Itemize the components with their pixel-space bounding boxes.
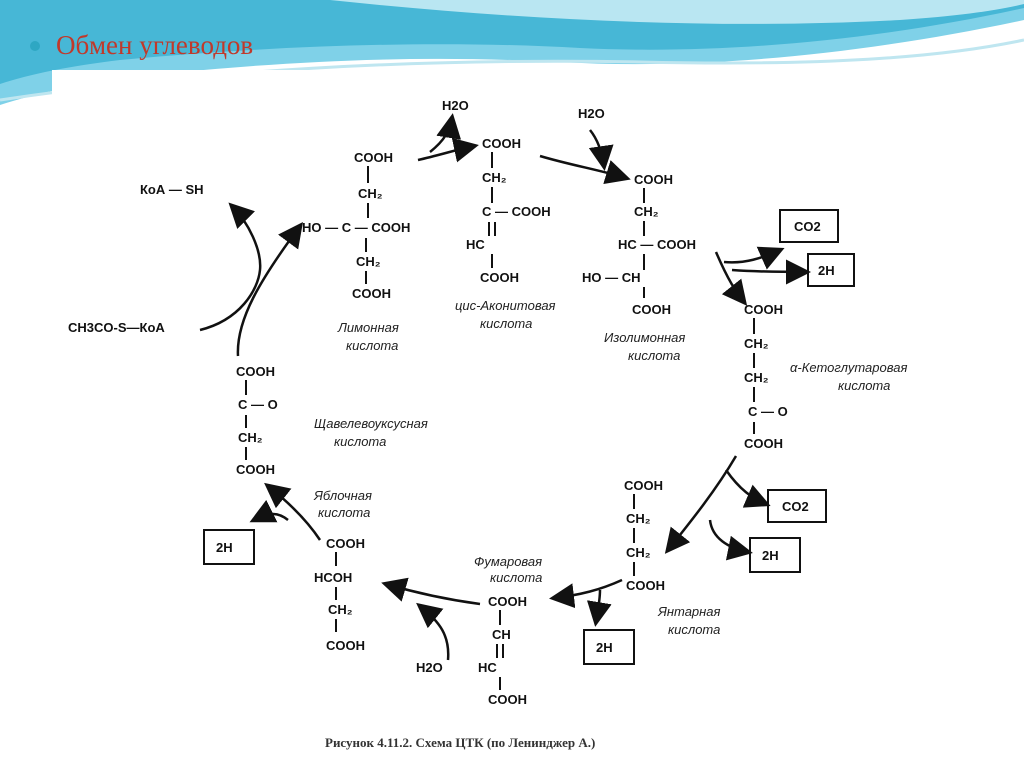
citric-name-2: кислота: [346, 338, 398, 353]
svg-text:COOH: COOH: [236, 364, 275, 379]
svg-text:CH₂: CH₂: [744, 370, 769, 385]
succinic-acid-structure: COOH CH₂ CH₂ COOH: [624, 478, 665, 593]
bullet-icon: [30, 40, 40, 51]
isocitric-name-2: кислота: [628, 348, 680, 363]
malic-acid-structure: COOH HCOH CH₂ COOH: [314, 536, 365, 653]
svg-text:COOH: COOH: [626, 578, 665, 593]
citric-acid-structure: COOH CH₂ HO — C — COOH CH₂ COOH: [302, 150, 410, 301]
co2-label-1: CO2: [794, 219, 821, 234]
fumaric-name-2: кислота: [490, 570, 542, 585]
h2-box-succinate: [583, 629, 635, 665]
slide-title: Обмен углеводов: [56, 30, 254, 60]
isocitric-name-1: Изолимонная: [604, 330, 685, 345]
malic-name-1: Яблочная: [313, 488, 372, 503]
svg-text:CH₂: CH₂: [238, 430, 263, 445]
oxaloacetic-acid-structure: COOH C — O CH₂ COOH: [236, 364, 278, 477]
svg-text:COOH: COOH: [624, 478, 663, 493]
h2o-top-label: H2O: [442, 98, 469, 113]
cis-aconitic-name-2: кислота: [480, 316, 532, 331]
svg-text:COOH: COOH: [326, 536, 365, 551]
h2o-fumarase-label: H2O: [416, 660, 443, 675]
svg-text:C — COOH: C — COOH: [482, 204, 551, 219]
h2o-aconitase-label: H2O: [578, 106, 605, 121]
oxaloacetic-name-2: кислота: [334, 434, 386, 449]
reaction-arrows: [199, 113, 811, 661]
koa-sh-label: КоА — SH: [140, 182, 204, 197]
ketoglutaric-acid-structure: COOH CH₂ CH₂ C — O COOH: [744, 302, 788, 451]
succinic-name-2: кислота: [668, 622, 720, 637]
svg-text:C — O: C — O: [748, 404, 788, 419]
svg-text:CH₂: CH₂: [626, 545, 651, 560]
svg-text:CH₂: CH₂: [626, 511, 651, 526]
co2-box-1: [779, 209, 839, 243]
svg-text:COOH: COOH: [744, 436, 783, 451]
svg-text:COOH: COOH: [326, 638, 365, 653]
co2-label-2: CO2: [782, 499, 809, 514]
h2-label-isocitrate: 2H: [818, 263, 835, 278]
svg-text:HC: HC: [466, 237, 485, 252]
oxaloacetic-name-1: Щавелевоуксусная: [314, 416, 428, 431]
slide-title-row: Обмен углеводов: [30, 30, 253, 61]
fumaric-acid-structure: COOH CH HC COOH: [478, 594, 527, 707]
svg-text:COOH: COOH: [634, 172, 673, 187]
svg-text:COOH: COOH: [482, 136, 521, 151]
svg-text:CH₂: CH₂: [328, 602, 353, 617]
h2-label-malate: 2H: [216, 540, 233, 555]
h2-box-isocitrate: [807, 253, 855, 287]
svg-text:COOH: COOH: [480, 270, 519, 285]
svg-text:CH₂: CH₂: [634, 204, 659, 219]
svg-text:COOH: COOH: [744, 302, 783, 317]
cis-aconitic-name-1: цис-Аконитовая: [455, 298, 556, 313]
ketoglutaric-name-2: кислота: [838, 378, 890, 393]
svg-text:CH₂: CH₂: [356, 254, 381, 269]
header-waves: [0, 0, 1024, 105]
svg-text:COOH: COOH: [354, 150, 393, 165]
svg-text:CH₂: CH₂: [744, 336, 769, 351]
isocitric-acid-structure: COOH CH₂ HC — COOH HO — CH COOH: [582, 172, 696, 317]
figure-caption: Рисунок 4.11.2. Схема ЦТК (по Ленинджер …: [325, 735, 595, 750]
h2-box-ketoglutarate: [749, 537, 801, 573]
svg-text:COOH: COOH: [352, 286, 391, 301]
svg-text:HC — COOH: HC — COOH: [618, 237, 696, 252]
svg-text:C — O: C — O: [238, 397, 278, 412]
svg-text:COOH: COOH: [488, 692, 527, 707]
ketoglutaric-name-1: α-Кетоглутаровая: [790, 360, 907, 375]
citric-name-1: Лимонная: [337, 320, 399, 335]
h2-label-ketoglutarate: 2H: [762, 548, 779, 563]
svg-text:HC: HC: [478, 660, 497, 675]
fumaric-name-1: Фумаровая: [474, 554, 542, 569]
succinic-name-1: Янтарная: [657, 604, 721, 619]
svg-text:HO — C — COOH: HO — C — COOH: [302, 220, 410, 235]
cis-aconitic-acid-structure: COOH CH₂ C — COOH HC COOH: [466, 136, 551, 285]
svg-text:COOH: COOH: [236, 462, 275, 477]
acetyl-coa-label: CH3CO-S—КоА: [68, 320, 165, 335]
h2-box-malate: [203, 529, 255, 565]
svg-text:HO — CH: HO — CH: [582, 270, 641, 285]
h2-label-succinate: 2H: [596, 640, 613, 655]
svg-text:HCOH: HCOH: [314, 570, 352, 585]
svg-text:CH₂: CH₂: [482, 170, 507, 185]
svg-text:COOH: COOH: [632, 302, 671, 317]
svg-text:CH: CH: [492, 627, 511, 642]
svg-text:COOH: COOH: [488, 594, 527, 609]
svg-text:CH₂: CH₂: [358, 186, 383, 201]
malic-name-2: кислота: [318, 505, 370, 520]
figure-background: [52, 70, 995, 760]
